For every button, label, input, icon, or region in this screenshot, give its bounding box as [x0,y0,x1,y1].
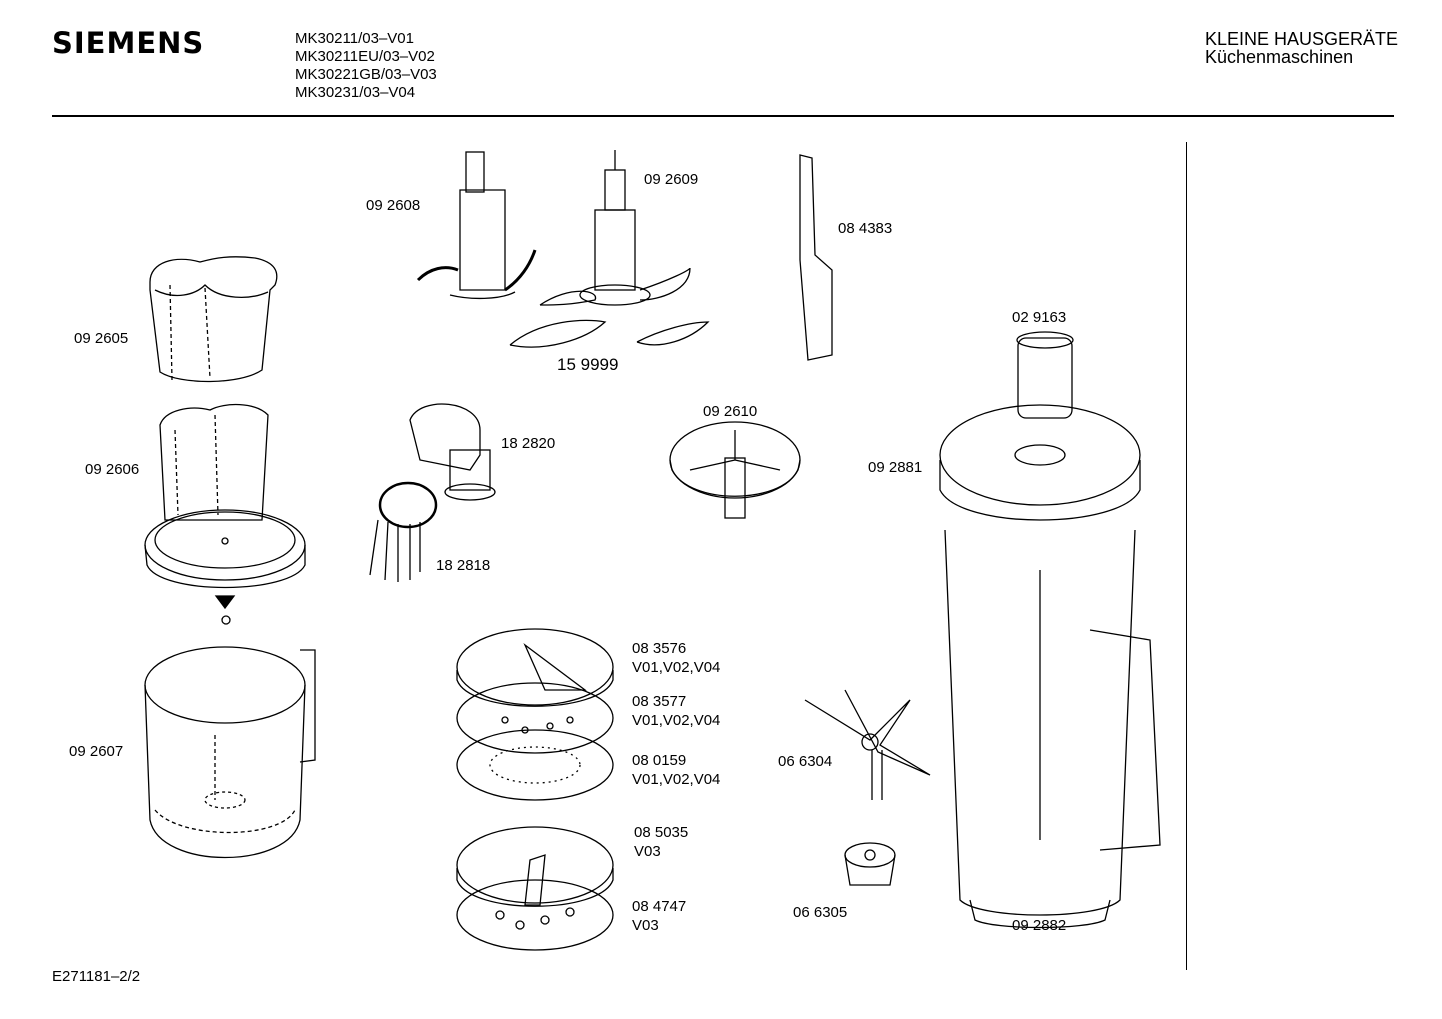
chopper-blade-drawing [539,150,691,306]
category-title: KLEINE HAUSGERÄTE [1205,29,1399,49]
part-number: 08 4383 [838,220,893,237]
category-block: KLEINE HAUSGERÄTE Küchenmaschinen [1205,30,1398,66]
part-number: 09 2608 [366,197,421,214]
coarse-disc-drawing [456,879,614,951]
part-label: 09 2607 [69,742,123,761]
coupling-drawing [844,842,896,886]
part-label: 15 9999 [557,355,618,374]
header: SIEMENS MK30211/03–V01 MK30211EU/03–V02 … [0,0,1442,120]
part-label: 08 4747 V03 [632,897,686,935]
part-label: 09 2610 [703,402,757,421]
part-label: 18 2820 [501,434,555,453]
part-number: 06 6304 [778,753,833,770]
part-label: 09 2882 [1012,916,1066,935]
part-number: 09 2605 [74,330,129,347]
part-number: 18 2818 [436,557,491,574]
part-number: 06 6305 [793,904,848,921]
blade-set-drawing [509,319,710,348]
part-label: 08 4383 [838,219,892,238]
part-variants: V01,V02,V04 [632,712,721,729]
part-variants: V01,V02,V04 [632,659,721,676]
part-number: 09 2610 [703,403,758,420]
document-code: E271181–2/2 [52,968,141,985]
part-number: 02 9163 [1012,309,1067,326]
shredding-disc-drawing [456,682,614,754]
part-label: 06 6305 [793,903,847,922]
part-label: 09 2608 [366,196,420,215]
vertical-divider [1186,142,1187,970]
model-number: MK30211EU/03–V02 [295,48,435,65]
category-subtitle: Küchenmaschinen [1205,47,1354,67]
part-label: 09 2606 [85,460,139,479]
part-label: 08 0159 V01,V02,V04 [632,751,720,789]
grating-disc-drawing [456,729,614,801]
part-number: 08 4747 [632,898,687,915]
part-number: 18 2820 [501,435,556,452]
jug-drawing [144,646,316,859]
part-number: 09 2882 [1012,917,1067,934]
part-number: 09 2606 [85,461,140,478]
part-number: 09 2607 [69,743,124,760]
disc-holder-drawing [669,421,801,519]
part-number: 08 5035 [634,824,689,841]
part-number: 08 0159 [632,752,687,769]
part-number: 08 3576 [632,640,687,657]
slicing-disc-drawing [456,628,614,707]
blender-blade-drawing [804,689,931,800]
part-label: 02 9163 [1012,308,1066,327]
part-number: 08 3577 [632,693,687,710]
header-divider [52,115,1394,117]
model-number: MK30211/03–V01 [295,30,414,47]
part-label: 09 2609 [644,170,698,189]
model-list: MK30211/03–V01 MK30211EU/03–V02 MK30221G… [295,30,437,102]
brand-logo: SIEMENS [52,26,205,60]
part-number: 09 2881 [868,459,923,476]
blender-jug-drawing [939,331,1161,929]
part-label: 09 2605 [74,329,128,348]
model-number: MK30221GB/03–V03 [295,66,437,83]
part-number: 09 2609 [644,171,699,188]
part-label: 06 6304 [778,752,832,771]
bowl-insert-drawing [144,403,306,625]
julienne-disc-drawing [456,826,614,907]
part-number: 15 9999 [557,355,619,374]
model-number: MK30231/03–V04 [295,84,416,101]
part-label: 08 3577 V01,V02,V04 [632,692,720,730]
sleeve-part-drawing [149,256,278,383]
part-label: 08 5035 V03 [634,823,688,861]
part-label: 18 2818 [436,556,490,575]
part-variants: V03 [634,843,661,860]
part-variants: V03 [632,917,659,934]
part-label: 09 2881 [868,458,922,477]
part-label: 08 3576 V01,V02,V04 [632,639,720,677]
whisk-attachment-drawing [369,403,496,582]
part-variants: V01,V02,V04 [632,771,721,788]
knife-holder-drawing [416,151,537,300]
spatula-drawing [799,154,833,361]
